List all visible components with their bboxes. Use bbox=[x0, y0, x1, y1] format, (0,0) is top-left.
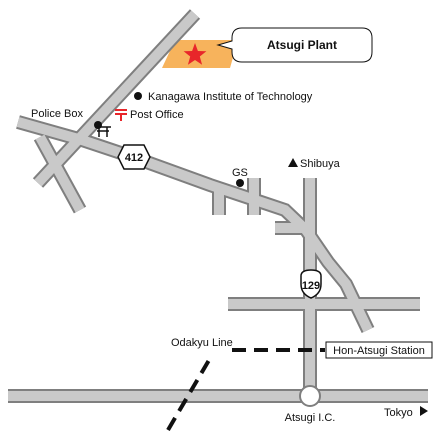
odakyu-line-track bbox=[166, 353, 214, 432]
institute-dot-icon bbox=[134, 92, 142, 100]
gas-station-dot-icon bbox=[236, 179, 244, 187]
hon-atsugi-station: Hon-Atsugi Station bbox=[325, 341, 433, 359]
police-box-dot-icon bbox=[94, 121, 102, 129]
route-129-shield: 129 bbox=[300, 269, 322, 299]
torii-gate-icon bbox=[95, 126, 111, 137]
plant-star-icon bbox=[183, 43, 207, 65]
post-office-label: Post Office bbox=[130, 109, 184, 121]
interchange-icon bbox=[299, 385, 321, 407]
odakyu-line-label: Odakyu Line bbox=[171, 337, 233, 349]
gas-station-label: GS bbox=[232, 167, 248, 179]
route-412-label: 412 bbox=[125, 152, 143, 164]
plant-callout: Atsugi Plant bbox=[216, 27, 373, 63]
branch-road-fill bbox=[35, 134, 85, 213]
tokyo-direction-icon bbox=[420, 406, 428, 416]
diagonal-road-fill bbox=[34, 10, 199, 187]
institute-label: Kanagawa Institute of Technology bbox=[148, 91, 313, 103]
route-412-shield: 412 bbox=[117, 144, 151, 170]
tokyo-label: Tokyo bbox=[384, 407, 413, 419]
plant-callout-box bbox=[216, 27, 373, 63]
police-box-label: Police Box bbox=[31, 108, 83, 120]
route-412-road-fill bbox=[16, 117, 310, 234]
hon-atsugi-station-label: Hon-Atsugi Station bbox=[333, 345, 425, 357]
route-129-label: 129 bbox=[302, 280, 320, 292]
post-office-icon bbox=[115, 109, 127, 121]
atsugi-ic-label: Atsugi I.C. bbox=[285, 412, 336, 424]
plant-label: Atsugi Plant bbox=[267, 38, 337, 52]
shibuya-direction-icon bbox=[288, 158, 298, 167]
shibuya-label: Shibuya bbox=[300, 158, 341, 170]
